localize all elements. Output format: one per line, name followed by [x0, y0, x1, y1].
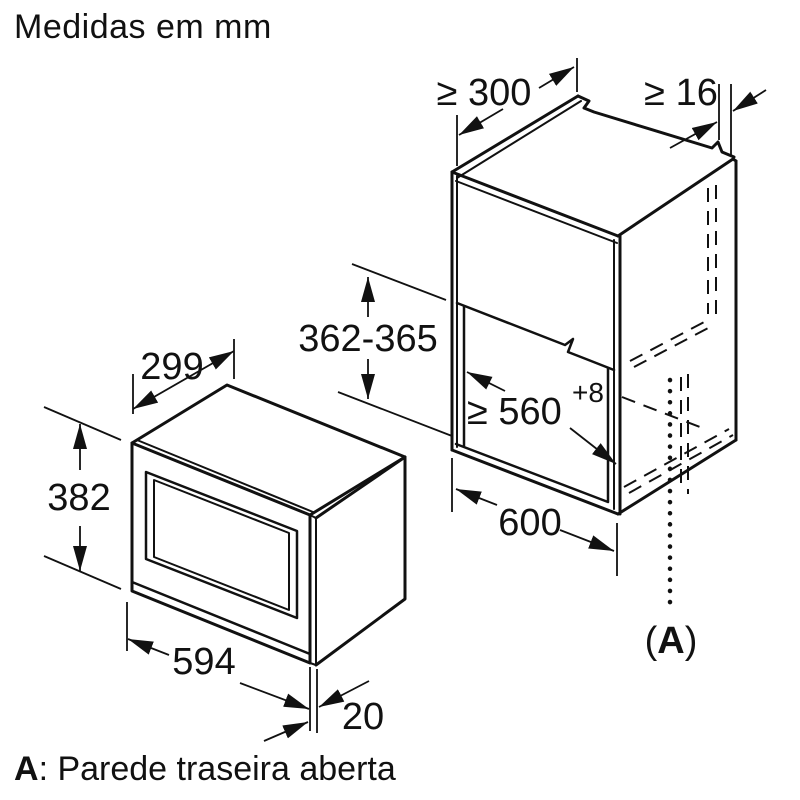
dim-height-382: 382: [43, 406, 122, 590]
dim-label-height: 382: [47, 477, 110, 519]
marker-a-label: (A): [645, 620, 698, 662]
microwave-window-outer: [144, 470, 299, 620]
dim-label-width: 594: [172, 641, 235, 683]
dim-cabinet-width-600: 600: [451, 458, 618, 576]
microwave-bottom-band: [130, 580, 312, 656]
microwave-drawing: [130, 383, 407, 667]
dim-width-594: 594: [126, 602, 318, 733]
dim-panel-thickness-16: ≥ 16: [644, 72, 767, 155]
cabinet-top-left-edge-inner: [456, 100, 582, 179]
dim-label-niche-width-tolerance: +8: [572, 377, 604, 408]
microwave-window-inner: [153, 479, 290, 611]
open-back-reference: (A): [645, 377, 698, 662]
cabinet-top-right-edge: [616, 157, 738, 238]
dim-door-protrusion-20: 20: [263, 680, 384, 742]
cabinet-top-front-edge-inner: [455, 180, 618, 244]
open-back-hidden-edges: [621, 185, 734, 494]
cabinet-right-wall-bottom-edge: [616, 438, 738, 516]
dim-label-door-protrusion: 20: [342, 696, 384, 738]
microwave-right-face: [314, 455, 407, 667]
dim-depth-299: 299: [132, 339, 235, 414]
legend-key: A: [14, 750, 39, 788]
legend-caption: A: Parede traseira aberta: [14, 750, 396, 789]
cabinet-front-bottom-edge: [450, 448, 620, 516]
microwave-door-thickness: [309, 514, 317, 666]
niche-ceiling-edge: [455, 301, 616, 372]
page-title: Medidas em mm: [14, 8, 272, 46]
cabinet-top-back-edge: [576, 94, 736, 159]
dim-label-niche-width: ≥ 560: [467, 391, 562, 433]
dim-niche-width-560: ≥ 560 +8: [466, 371, 617, 465]
niche-floor-edge: [454, 442, 610, 504]
dim-label-cabinet-width: 600: [498, 502, 561, 544]
cabinet-drawing: [450, 94, 738, 516]
dim-top-depth-300: ≥ 300: [437, 58, 578, 166]
cabinet-top-front-edge: [450, 170, 620, 238]
dim-niche-height-362-365: 362-365: [298, 263, 453, 437]
dim-label-top-depth: ≥ 300: [437, 72, 532, 114]
dim-label-depth: 299: [140, 346, 203, 388]
dim-label-panel-thickness: ≥ 16: [644, 72, 718, 114]
dim-label-niche-height: 362-365: [298, 318, 437, 360]
legend-text: : Parede traseira aberta: [38, 750, 396, 788]
cabinet-top-left-edge: [450, 94, 580, 174]
microwave-top-face: [130, 383, 407, 517]
microwave-top-inner-edge: [136, 439, 314, 513]
